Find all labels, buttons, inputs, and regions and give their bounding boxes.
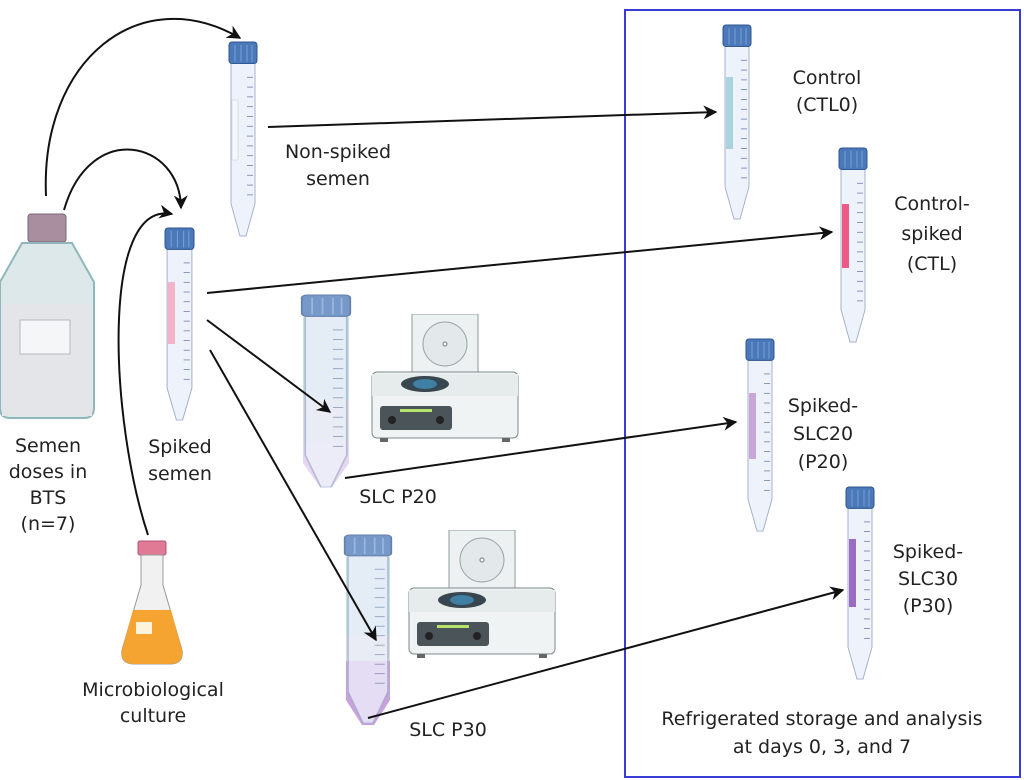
arrow-non-spiked-to-ctl0 [267,105,718,128]
arrow-bottle-to-spiked [63,148,188,211]
p20-tube [745,338,775,532]
culture-flask [121,540,183,665]
arrow-bottle-to-non-spiked [44,18,242,197]
slc-p20-label: SLC P20 [359,486,437,508]
centrifuge-p20 [371,314,519,443]
arrow-culture-to-spiked [117,204,174,536]
ctl0-label: Control(CTL0) [793,67,862,116]
non-spiked-tube [228,41,258,237]
p30-tube [845,486,875,680]
storage-box [624,9,1021,778]
spiked-tube [164,227,195,421]
semen-bottle [0,213,95,419]
arrow-spiked-to-p30 [209,349,377,642]
ctl-label: Control-spiked(CTL) [894,193,970,275]
p20-label: Spiked-SLC20(P20) [788,395,858,473]
slc-p30-tube [343,534,393,725]
p30-label: Spiked-SLC30(P30) [893,541,963,617]
arrow-p30-to-spiked-slc30 [367,586,845,719]
centrifuge-p30 [408,530,556,659]
arrow-spiked-to-ctl [206,226,834,294]
ctl0-tube [722,24,752,220]
arrow-p20-to-spiked-slc20 [344,416,738,479]
arrow-spiked-to-p20 [206,319,332,413]
ctl-tube [838,147,868,343]
slc-p20-tube [300,294,352,488]
slc-p30-label: SLC P30 [409,719,487,741]
